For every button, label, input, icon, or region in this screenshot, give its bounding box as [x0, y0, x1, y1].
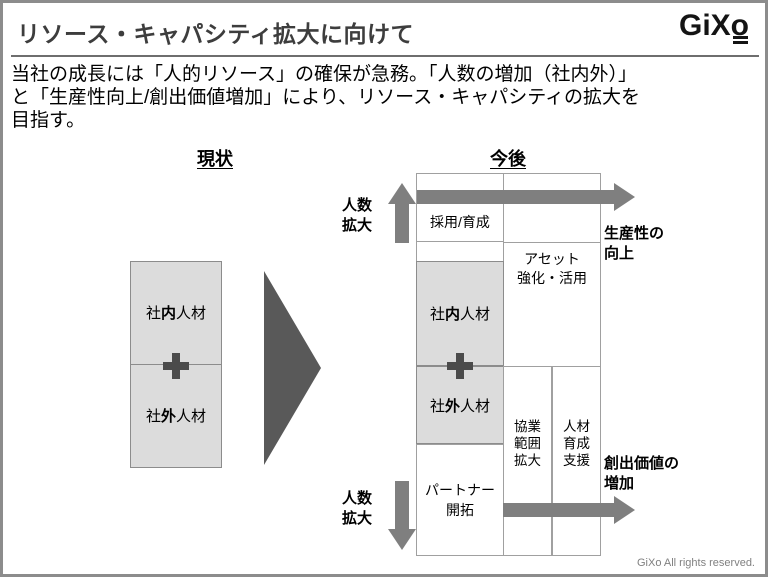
headcount-label-bottom: 人数 拡大: [341, 490, 372, 527]
intro-line-1: 当社の成長には「人的リソース」の確保が急務。「人数の増加（社内外）」: [11, 64, 638, 85]
footer-copyright: GiXo All rights reserved.: [637, 557, 755, 569]
headcount-down-arrow-icon: [388, 529, 416, 550]
internal-talent-cell: 社内人材: [416, 261, 504, 366]
page-title: リソース・キャパシティ拡大に向けて: [17, 21, 414, 47]
external-talent-cell: 社外人材: [416, 366, 504, 444]
intro-text: 当社の成長には「人的リソース」の確保が急務。「人数の増加（社内外）」 と「生産性…: [11, 63, 763, 132]
recruit-cell: 採用/育成: [416, 173, 504, 242]
intro-line-3: 目指す。: [11, 110, 86, 131]
current-state-label: 現状: [197, 149, 233, 169]
external-talent-label: 社外人材: [145, 408, 207, 426]
partner-cell: パートナー 開拓: [416, 444, 504, 556]
future-state-label: 今後: [490, 149, 526, 169]
talent-support-cell: 人材 育成 支援: [552, 366, 601, 556]
headcount-up-arrow-shaft: [395, 204, 409, 243]
created-value-arrow-shaft: [503, 503, 614, 517]
asset-cell: アセット 強化・活用: [503, 242, 601, 367]
headcount-label-top: 人数 拡大: [341, 197, 372, 234]
transition-arrow-icon: [264, 271, 321, 465]
gixo-logo: GiXo: [679, 9, 749, 44]
productivity-label: 生産性の 向上: [604, 225, 665, 262]
productivity-arrow-shaft: [417, 190, 614, 204]
productivity-arrow-icon: [614, 183, 635, 211]
created-value-label: 創出価値の 増加: [604, 455, 680, 492]
plus-icon: [447, 353, 473, 379]
title-divider: [11, 55, 759, 57]
headcount-down-arrow-shaft: [395, 481, 409, 529]
intro-line-2: と「生産性向上/創出価値増加」により、リソース・キャパシティの拡大を: [11, 87, 641, 108]
gixo-logo-underline-icon: [733, 36, 748, 44]
created-value-arrow-icon: [614, 496, 635, 524]
plus-icon: [163, 353, 189, 379]
collab-scope-cell: 協業 範囲 拡大: [503, 366, 552, 556]
headcount-up-arrow-icon: [388, 183, 416, 204]
internal-talent-label: 社内人材: [131, 262, 221, 365]
